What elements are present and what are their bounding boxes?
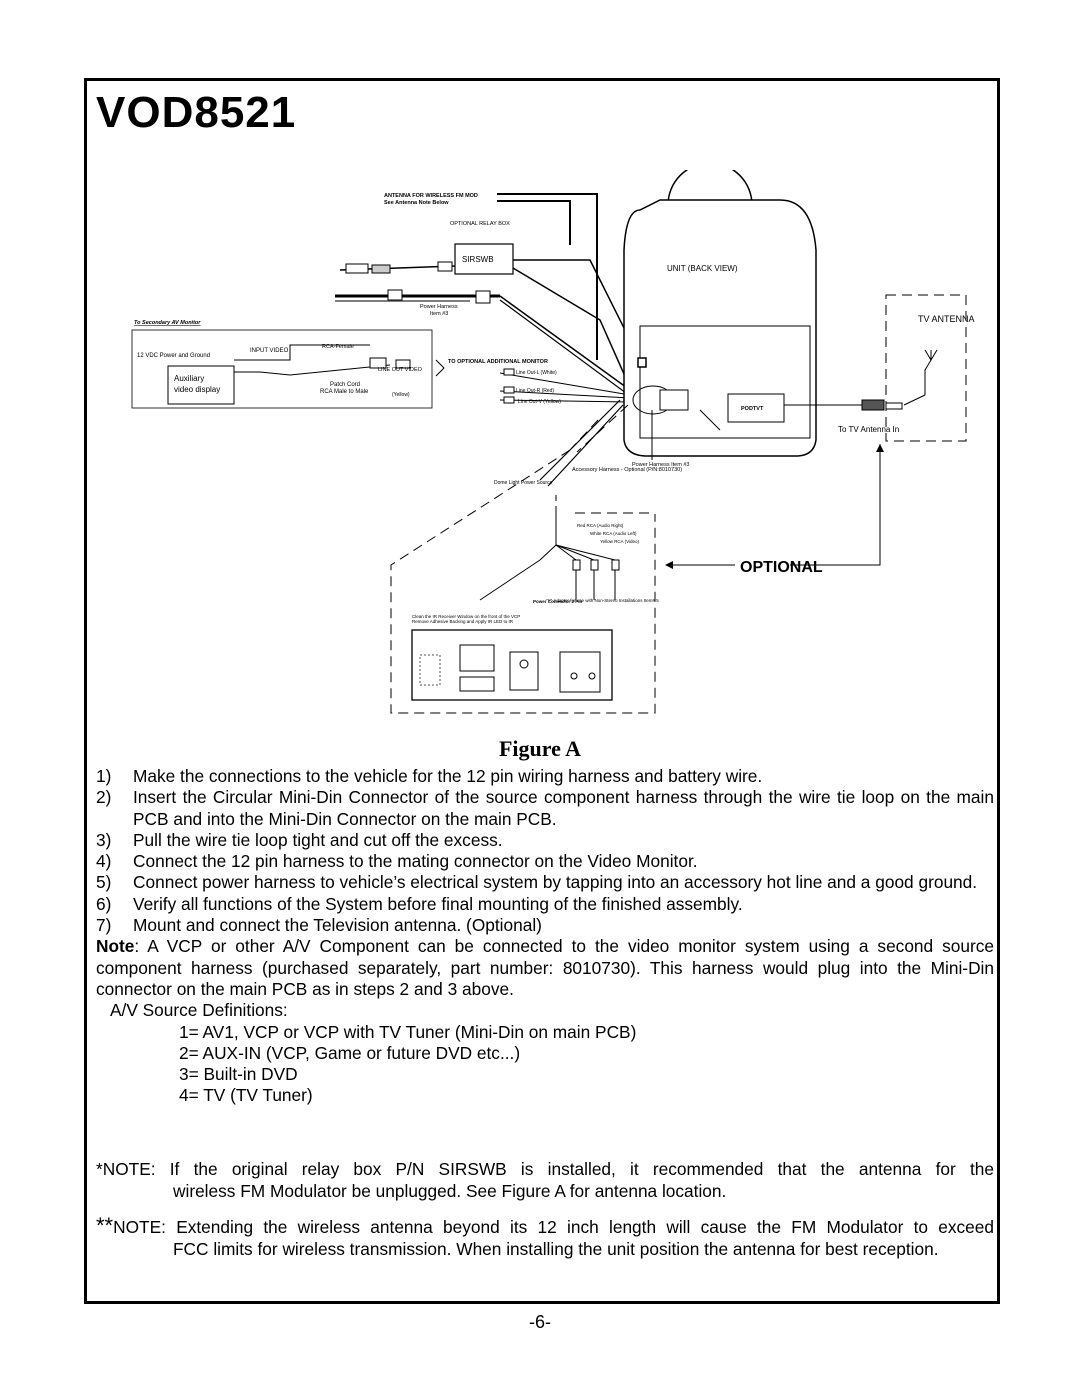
instruction-steps: 1)Make the connections to the vehicle fo… <box>96 766 994 1107</box>
step-item: 3)Pull the wire tie loop tight and cut o… <box>96 829 503 850</box>
page-border <box>84 78 1000 1304</box>
relay-box-title: OPTIONAL RELAY BOX <box>450 221 510 227</box>
step-item: 1)Make the connections to the vehicle fo… <box>96 766 763 786</box>
step-item: 2)Insert the Circular Mini-Din Connector… <box>96 787 994 829</box>
av-def-item: 2= AUX-IN (VCP, Game or future DVD etc..… <box>179 1042 521 1063</box>
svg-text:Red RCA (Audio Right): Red RCA (Audio Right) <box>577 523 624 528</box>
svg-text:Patch Cord: Patch Cord <box>330 382 360 388</box>
svg-text:Yellow RCA (Video): Yellow RCA (Video) <box>600 539 640 544</box>
footnote-relay: *NOTE: If the original relay box P/N SIR… <box>96 1159 994 1201</box>
svg-text:"Y" Adapter for use with Non-S: "Y" Adapter for use with Non-Stereo Inst… <box>546 598 659 603</box>
svg-text:To TV Antenna In: To TV Antenna In <box>838 425 899 434</box>
svg-text:Power Harness Item #3: Power Harness Item #3 <box>632 462 689 468</box>
svg-text:Line Out-L (White): Line Out-L (White) <box>516 370 557 376</box>
av-def-item: 4= TV (TV Tuner) <box>179 1085 313 1106</box>
figure-caption: Figure A <box>498 736 582 761</box>
svg-text:TV ANTENNA: TV ANTENNA <box>918 314 975 324</box>
optional-label: OPTIONAL <box>740 559 823 576</box>
footnote-antenna: **NOTE: Extending the wireless antenna b… <box>96 1213 994 1260</box>
svg-text:12 VDC Power and Ground: 12 VDC Power and Ground <box>137 353 210 359</box>
step-item: 6)Verify all functions of the System bef… <box>96 893 743 914</box>
vcp-unit <box>411 629 613 701</box>
auxiliary-monitor <box>167 365 235 405</box>
svg-text:PODTVT: PODTVT <box>741 406 764 412</box>
step-item: 7)Mount and connect the Television anten… <box>96 915 542 936</box>
svg-text:Clean the IR Receiver Window o: Clean the IR Receiver Window on the fron… <box>412 614 520 619</box>
antenna-note-1: ANTENNA FOR WIRELESS FM MOD <box>384 193 478 199</box>
antenna-note-2: See Antenna Note Below <box>384 200 449 206</box>
svg-text:Power Harness: Power Harness <box>420 304 458 310</box>
svg-text:video display: video display <box>174 385 220 394</box>
svg-text:White RCA (Audio Left): White RCA (Audio Left) <box>590 531 637 536</box>
svg-text:RCA Male to Male: RCA Male to Male <box>320 389 369 395</box>
svg-text:Power Connector 2 Pin: Power Connector 2 Pin <box>533 599 583 604</box>
relay-box <box>454 243 514 275</box>
svg-text:UNIT (BACK VIEW): UNIT (BACK VIEW) <box>667 264 738 273</box>
av-definitions: A/V Source Definitions: 1= AV1, VCP or V… <box>96 1000 994 1106</box>
note-paragraph: Note: A VCP or other A/V Component can b… <box>96 936 994 999</box>
relay-box-model: SIRSWB <box>462 255 494 264</box>
wiring-diagram: ANTENNA FOR WIRELESS FM MOD See Antenna … <box>131 170 975 714</box>
step-item: 5)Connect power harness to vehicle’s ele… <box>96 872 978 893</box>
secondary-monitor-label: To Secondary AV Monitor <box>134 320 201 326</box>
av-def-item: 3= Built-in DVD <box>179 1064 298 1085</box>
page-number: -6- <box>529 1312 551 1332</box>
svg-text:TO OPTIONAL ADDITIONAL MONITOR: TO OPTIONAL ADDITIONAL MONITOR <box>448 359 548 365</box>
svg-text:Accessory Harness - Optional (: Accessory Harness - Optional (P/N:801073… <box>572 467 682 473</box>
svg-text:Auxiliary: Auxiliary <box>174 374 204 383</box>
note-label: Note <box>96 936 135 957</box>
svg-text:Item #3: Item #3 <box>430 311 448 317</box>
av-def-item: 1= AV1, VCP or VCP with TV Tuner (Mini-D… <box>179 1021 637 1042</box>
svg-text:LINE OUT VIDEO: LINE OUT VIDEO <box>378 367 423 373</box>
svg-text:INPUT VIDEO: INPUT VIDEO <box>250 348 289 354</box>
svg-text:Remove Adhesive Backing and Ap: Remove Adhesive Backing and Apply IR LED… <box>412 619 514 624</box>
model-title: VOD8521 <box>96 88 297 137</box>
tv-antenna-box <box>885 294 967 442</box>
svg-text:Line Out-V (Yellow): Line Out-V (Yellow) <box>518 399 561 405</box>
svg-text:Dome Light Power Source: Dome Light Power Source <box>494 480 553 486</box>
svg-text:Line Out-R (Red): Line Out-R (Red) <box>516 388 554 394</box>
svg-text:(Yellow): (Yellow) <box>392 392 410 398</box>
step-item: 4)Connect the 12 pin harness to the mati… <box>96 851 698 872</box>
av-heading: A/V Source Definitions: <box>110 1000 288 1021</box>
svg-text:RCA-Female: RCA-Female <box>322 344 354 350</box>
